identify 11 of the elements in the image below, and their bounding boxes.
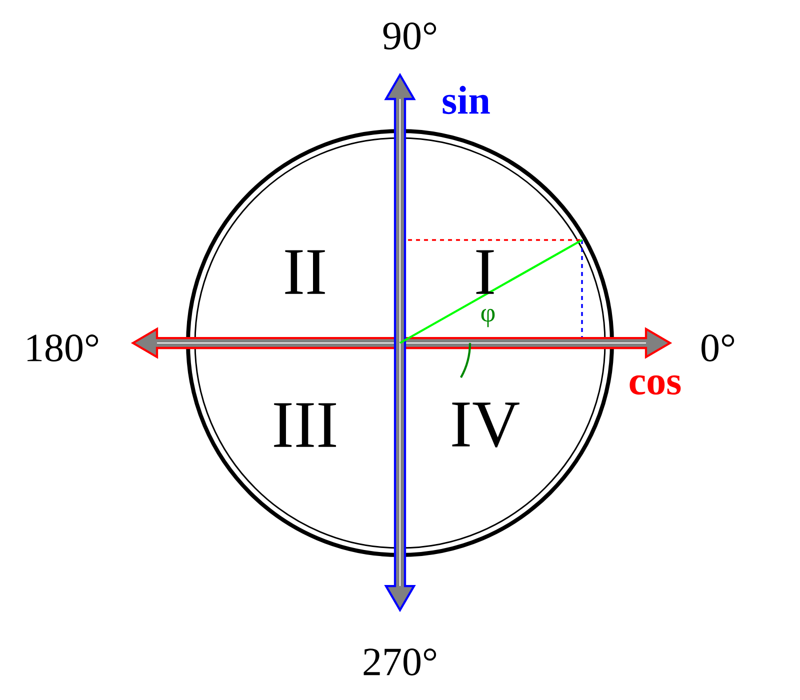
axis-label: 90° [383,22,436,50]
axis-label: 0° [702,334,734,362]
axis-label: sin [442,86,490,114]
axis-label: cos [630,375,681,395]
angle-label: φ [481,308,495,328]
axis-label: 180° [28,334,98,362]
quadrant-label: III [274,403,336,447]
quadrant-label: I [476,250,494,294]
quadrant-label: II [285,250,325,294]
axis-label: 270° [364,648,436,676]
quadrant-label: IV [452,402,520,448]
